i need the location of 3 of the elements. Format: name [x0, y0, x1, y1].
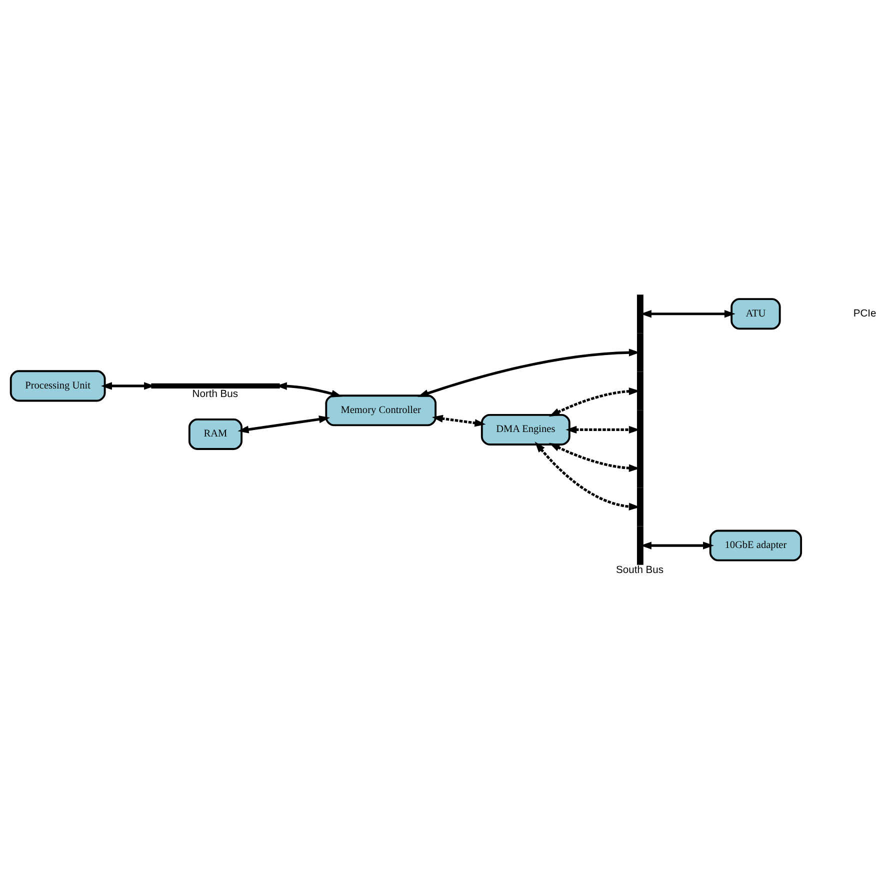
- node-label: North Bus: [192, 388, 238, 400]
- node-label: South Bus: [616, 564, 664, 576]
- label: PCIe: [853, 308, 876, 319]
